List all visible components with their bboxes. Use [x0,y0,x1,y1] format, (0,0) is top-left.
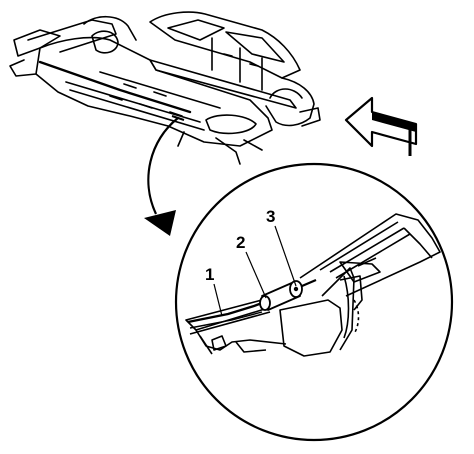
callout-leader-2 [245,251,267,299]
vehicle-floor-ribs [109,83,183,117]
vehicle-front-rails [9,29,61,77]
vehicle-front-strut-tower [91,30,119,54]
inset-fuel-tank [279,267,363,357]
inset-circle [174,162,454,442]
callout-leaders [213,225,297,317]
callout-2: 2 [236,233,245,252]
locator-arrow [144,115,185,236]
vehicle-door-lines [211,37,263,91]
locator-arrow-tail [171,115,185,121]
vehicle-body [9,11,321,165]
vehicle-door-handles [223,53,259,67]
callout-leader-1 [213,283,223,317]
vehicle-floor-pan [35,36,273,147]
inset-detail: 1 2 3 [174,162,454,442]
vehicle-window-rear [225,31,285,63]
fuel-filter-end-inlet [259,295,271,311]
vehicle-exhaust [38,60,192,114]
inset-fuel-line-2 [189,311,263,329]
vehicle-rear-quarter [265,77,315,127]
view-direction-arrow [344,96,418,156]
vehicle-front-crossmember [27,19,117,53]
vehicle-front-wheel-arch [83,15,137,41]
callout-leader-3 [274,225,297,287]
locator-arrow-shaft [147,117,179,215]
vehicle-rear-wheel-arch [269,88,303,99]
view-arrow-shadow [372,112,416,132]
callout-3: 3 [266,207,275,226]
vehicle-rocker [149,59,297,109]
vehicle-rear-suspension [177,131,263,165]
vehicle-window-front [167,19,225,41]
vehicle-roof [149,11,301,79]
locator-arrow-head [144,210,176,236]
vehicle-rear-floor-pan [205,114,257,135]
vehicle-rear-bumper [299,107,321,127]
callout-1: 1 [205,265,214,284]
